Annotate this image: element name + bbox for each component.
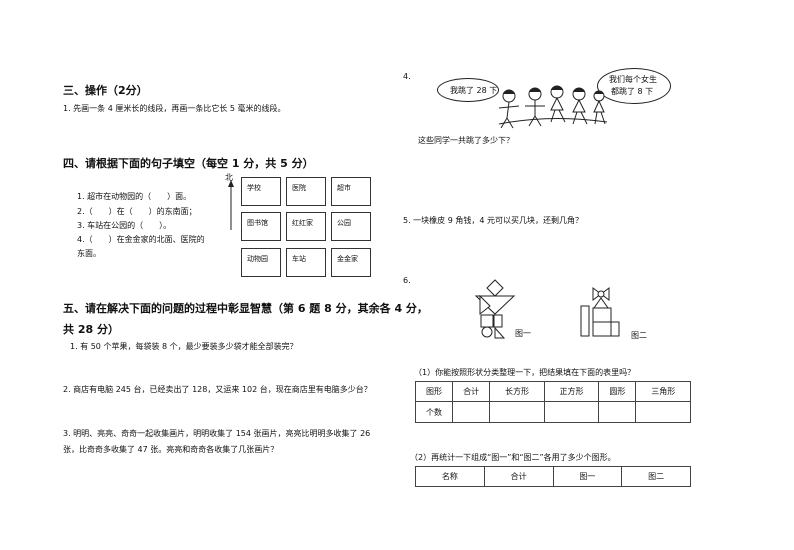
s5-question-2: 2. 商店有电脑 245 台，已经卖出了 128，又运来 102 台，现在商店里…	[63, 385, 372, 394]
map-cell-hospital: 医院	[286, 177, 326, 206]
table1-answer-cell[interactable]	[543, 401, 600, 423]
shape-count-table: 图形 合计 长方形 正方形 圆形 三角形 个数	[414, 381, 691, 423]
section-3-title: 三、操作（2分）	[63, 84, 148, 97]
table2-header-total: 合计	[483, 466, 554, 487]
table1-header-triangle: 三角形	[635, 381, 691, 402]
s5-question-1: 1. 有 50 个苹果，每袋装 8 个，最少要装多少袋才能全部装完？	[70, 342, 298, 351]
q6-number: 6.	[403, 276, 411, 285]
table1-header-total: 合计	[452, 381, 491, 402]
north-arrow-icon	[228, 180, 234, 230]
s5-question-3-line2: 张，比奇奇多收集了 47 张。亮亮和奇奇各收集了几张画片？	[63, 445, 279, 454]
table1-header-shape: 图形	[414, 381, 454, 402]
s4-line-1: 1. 超市在动物园的（ ）面。	[77, 192, 192, 201]
q6-sub-question-1: （1）你能按照形状分类整理一下，把结果填在下面的表里吗？	[414, 368, 636, 377]
table2-header-figure-2: 图二	[621, 466, 691, 487]
map-cell-zoo: 动物园	[241, 248, 281, 277]
table1-header-rectangle: 长方形	[489, 381, 545, 402]
table1-row-label-count: 个数	[414, 401, 454, 423]
figure-2-shape-figure	[580, 287, 620, 337]
table1-answer-cell[interactable]	[452, 401, 491, 423]
table2-header-figure-1: 图一	[552, 466, 623, 487]
section-5-title-line2: 共 28 分）	[63, 323, 119, 336]
q4-number: 4.	[403, 72, 411, 81]
s5-question-3-line1: 3. 明明、亮亮、奇奇一起收集画片，明明收集了 154 张画片，亮亮比明明多收集…	[63, 429, 371, 438]
table1-answer-cell[interactable]	[489, 401, 545, 423]
figure-2-label: 图二	[631, 331, 647, 340]
figure-count-table: 名称 合计 图一 图二	[415, 466, 691, 487]
map-cell-honghong-home: 红红家	[286, 212, 326, 241]
table1-header-square: 正方形	[543, 381, 600, 402]
map-cell-library: 图书馆	[241, 212, 281, 241]
section-4-title: 四、请根据下面的句子填空（每空 1 分，共 5 分）	[63, 157, 314, 170]
map-cell-school: 学校	[241, 177, 281, 206]
north-label: 北	[225, 173, 233, 182]
table1-header-circle: 圆形	[598, 381, 637, 402]
s4-line-5: 东面。	[77, 249, 101, 258]
s4-line-4: 4.（ ）在金金家的北面、医院的	[77, 235, 205, 244]
s3-question-1: 1. 先画一条 4 厘米长的线段，再画一条比它长 5 毫米的线段。	[63, 104, 286, 113]
speech-bubble-boy: 我跳了 28 下	[437, 78, 499, 102]
speech-bubble-girls: 我们每个女生 都跳了 8 下	[597, 68, 671, 104]
s4-line-3: 3. 车站在公园的（ ）。	[77, 221, 172, 230]
children-jumping-rope-illustration	[498, 85, 608, 129]
table2-header-name: 名称	[415, 466, 485, 487]
q4-question: 这些同学一共跳了多少下？	[418, 136, 514, 145]
table1-answer-cell[interactable]	[635, 401, 691, 423]
table1-answer-cell[interactable]	[598, 401, 637, 423]
s4-line-2: 2.（ ）在（ ）的东南面；	[77, 207, 197, 216]
map-cell-park: 公园	[331, 212, 371, 241]
q6-sub-question-2: （2）再统计一下组成“图一”和“图二”各用了多少个图形。	[410, 453, 616, 462]
q5-question: 5. 一块橡皮 9 角钱，4 元可以买几块，还剩几角？	[403, 216, 583, 225]
section-5-title-line1: 五、请在解决下面的问题的过程中彰显智慧（第 6 题 8 分，其余各 4 分，	[63, 302, 428, 315]
figure-1-shape-figure	[474, 279, 516, 339]
map-cell-jinjin-home: 金金家	[331, 248, 371, 277]
figure-1-label: 图一	[515, 329, 531, 338]
map-cell-station: 车站	[286, 248, 326, 277]
map-cell-supermarket: 超市	[331, 177, 371, 206]
